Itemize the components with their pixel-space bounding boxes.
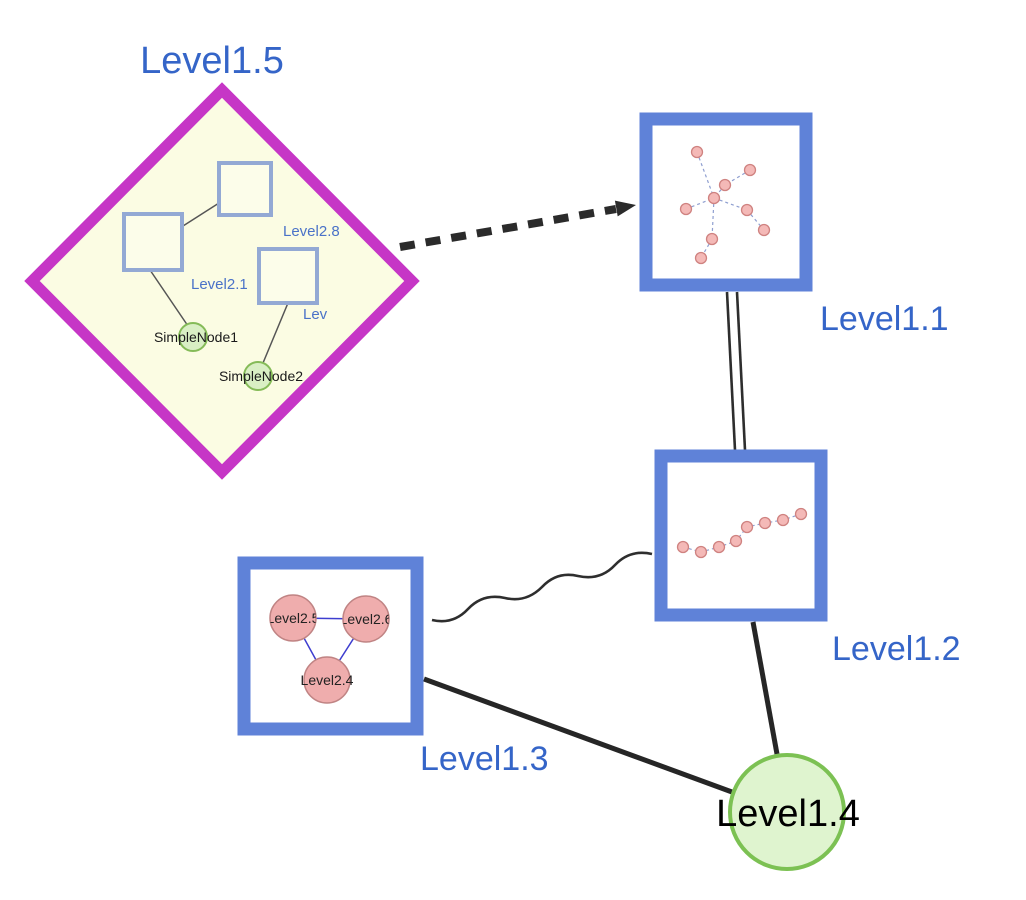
label-level12: Level1.2 (832, 630, 961, 668)
mini-node (794, 507, 808, 521)
label-level25: Level2.5 (267, 610, 320, 626)
mini-node (729, 534, 743, 548)
label-level28: Level2.8 (283, 223, 340, 240)
mini-node (757, 223, 771, 237)
node-simplenode1-circle[interactable] (178, 322, 208, 352)
inner-edge-level21-level28 (182, 202, 220, 227)
label-level15: Level1.5 (140, 40, 284, 82)
label-level11: Level1.1 (820, 300, 949, 338)
edge-level15-to-level11[interactable] (399, 200, 636, 251)
level15-inner-edges (149, 202, 289, 364)
node-level13-rect[interactable] (237, 556, 424, 736)
label-level26: Level2.6 (340, 611, 393, 627)
node-level21-square[interactable] (122, 212, 184, 272)
node-level14-circle[interactable] (728, 753, 846, 871)
label-level21: Level2.1 (191, 276, 248, 293)
mini-node (694, 251, 708, 265)
mini-node (705, 232, 719, 246)
level13-subgraph: Level2.5 Level2.6 Level2.4 (267, 594, 393, 704)
mini-node (718, 178, 732, 192)
node-level15-group: Level2.8 Level2.1 Lev SimpleNode1 Simple… (24, 82, 420, 480)
mini-node (740, 520, 754, 534)
mini-node (690, 145, 704, 159)
mini-node (776, 513, 790, 527)
node-level15-diamond[interactable] (24, 82, 420, 480)
node-level11-group (639, 112, 813, 292)
node-lev-square[interactable] (257, 247, 319, 305)
edge-level12-to-level13-wavy[interactable] (431, 551, 653, 623)
node-level12-group (654, 449, 828, 622)
node-level25-circle[interactable] (269, 594, 317, 642)
node-level24-circle[interactable] (303, 656, 351, 704)
mini-node (707, 191, 721, 205)
label-simplenode1: SimpleNode1 (154, 329, 238, 345)
double-edge-line-1[interactable] (725, 291, 737, 451)
level12-subgraph (676, 507, 808, 559)
node-level28-square[interactable] (217, 161, 273, 217)
mini-node (679, 202, 693, 216)
level11-subgraph-edges (685, 151, 765, 259)
label-level14: Level1.4 (716, 793, 860, 835)
edge-layer (399, 200, 780, 795)
node-level13-group: Level2.5 Level2.6 Level2.4 (237, 556, 424, 736)
arrowhead-icon (614, 200, 636, 217)
edge-level13-to-level14[interactable] (423, 676, 733, 795)
edge-level12-to-level14[interactable] (750, 621, 780, 755)
label-lev: Lev (303, 306, 328, 323)
mini-node (743, 163, 757, 177)
node-level26-circle[interactable] (342, 595, 390, 643)
label-level24: Level2.4 (301, 672, 354, 688)
mini-node (712, 540, 726, 554)
double-edge-line-2[interactable] (735, 291, 747, 451)
dashed-edge-line[interactable] (399, 205, 617, 251)
mini-node (694, 545, 708, 559)
mini-node (676, 540, 690, 554)
mini-node (740, 203, 754, 217)
node-simplenode2-circle[interactable] (243, 361, 273, 391)
label-simplenode2: SimpleNode2 (219, 368, 303, 384)
edge-level11-to-level12-double[interactable] (725, 291, 747, 451)
mini-node (758, 516, 772, 530)
inner-edge-lev-simplenode2 (262, 302, 289, 364)
label-level13: Level1.3 (420, 740, 549, 778)
level11-subgraph (679, 145, 771, 265)
inner-edge-level21-simplenode1 (149, 269, 189, 327)
